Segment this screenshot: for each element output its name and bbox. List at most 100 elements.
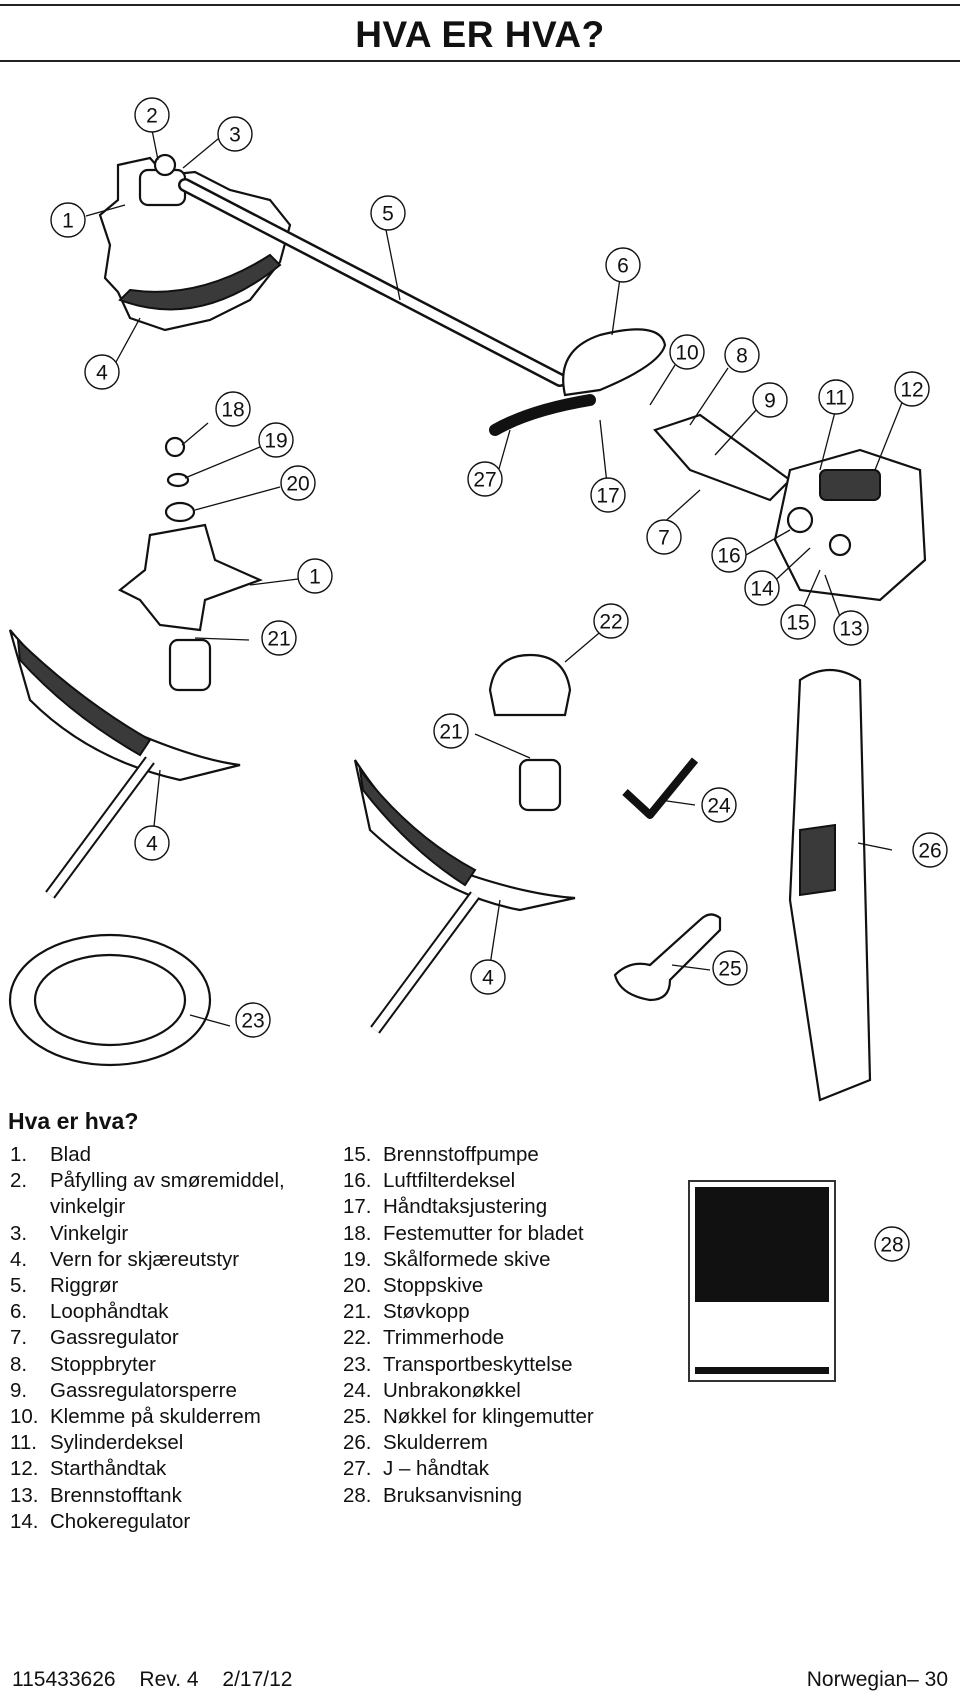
legend-item-text: Nøkkel for klingemutter (383, 1405, 594, 1429)
legend-item-text: Brennstofftank (50, 1483, 182, 1507)
legend-item: 21. Støvkopp (343, 1299, 663, 1325)
legend-item: 17.Håndtaksjustering (343, 1194, 663, 1220)
legend-item-text: Bruksanvisning (383, 1483, 523, 1507)
legend-item: 12.Starthåndtak (10, 1456, 330, 1482)
legend-item-text: Påfylling av smøremiddel, (50, 1169, 285, 1193)
legend-item-number: 6. (10, 1300, 28, 1324)
svg-text:5: 5 (382, 203, 394, 226)
legend-item-text: Støvkopp (383, 1300, 470, 1324)
manual-cover-photo (695, 1187, 829, 1302)
legend-item: 9.Gassregulatorsperre (10, 1378, 330, 1404)
callout-11: 11 (818, 379, 854, 415)
callout-25: 25 (712, 950, 748, 986)
callout-10: 10 (669, 334, 705, 370)
legend-item: 10.Klemme på skulderrem (10, 1404, 330, 1430)
svg-text:21: 21 (439, 721, 462, 744)
legend-item: 14. Chokeregulator (10, 1509, 330, 1535)
callout-9: 9 (752, 382, 788, 418)
legend-item-text: Festemutter for bladet (383, 1221, 584, 1245)
footer-part-number: 115433626 (12, 1668, 116, 1691)
legend-item: 27.J – håndtak (343, 1456, 663, 1482)
legend-item-number: 15. (343, 1143, 372, 1166)
manual-cover-bar (695, 1367, 829, 1374)
callout-14: 14 (744, 570, 780, 606)
legend-item-number: 3. (10, 1221, 28, 1245)
legend-item-number: 21. (343, 1300, 372, 1324)
legend-item-text: Luftfilterdeksel (383, 1169, 516, 1193)
callout-16: 16 (711, 537, 747, 573)
allen-key (622, 757, 699, 819)
legend-item: vinkelgir (10, 1194, 330, 1220)
callout-21: 21 (261, 620, 297, 656)
svg-text:14: 14 (750, 578, 774, 601)
callout-27: 27 (467, 461, 503, 497)
footer-page-label: Norwegian– 30 (806, 1668, 948, 1691)
svg-text:16: 16 (717, 545, 740, 568)
callout-26: 26 (912, 832, 948, 868)
legend-item-number: 16. (343, 1169, 372, 1193)
callout-13: 13 (833, 610, 869, 646)
legend-item: 5.Riggrør (10, 1273, 330, 1299)
legend-item-number: 2. (10, 1169, 28, 1193)
callout-21b: 21 (433, 713, 469, 749)
svg-text:1: 1 (62, 210, 74, 233)
svg-text:2: 2 (146, 105, 158, 128)
legend-item-number: 24. (343, 1378, 372, 1402)
legend-item-number: 12. (10, 1457, 39, 1481)
legend-item-number: 26. (343, 1431, 372, 1455)
parts-diagram: 1 2 3 4 5 6 10 8 9 11 12 18 19 20 27 17 … (8, 97, 948, 1102)
legend-item-number: 13. (10, 1483, 39, 1507)
svg-text:4: 4 (96, 362, 108, 385)
legend-item-text: Sylinderdeksel (50, 1431, 184, 1455)
throttle-handle (653, 413, 792, 502)
page-title: HVA ER HVA? (355, 14, 605, 55)
svg-text:27: 27 (473, 469, 496, 492)
legend-item-number: 22. (343, 1326, 372, 1350)
cupped-washer (166, 472, 190, 488)
legend-item-text: Stoppbryter (50, 1352, 156, 1376)
legend-item: 13. Brennstofftank (10, 1483, 330, 1509)
legend-item: 24. Unbrakonøkkel (343, 1378, 663, 1404)
legend-item-number: 8. (10, 1352, 28, 1376)
svg-text:21: 21 (267, 628, 290, 651)
legend-item: 2. Påfylling av smøremiddel, (10, 1168, 330, 1194)
svg-text:6: 6 (617, 255, 629, 278)
legend-item-number: 27. (343, 1457, 372, 1481)
svg-text:22: 22 (599, 611, 622, 634)
legend-item-number: 20. (343, 1274, 372, 1298)
legend-item: 16. Luftfilterdeksel (343, 1168, 663, 1194)
legend-item: 1.Blad (10, 1142, 330, 1168)
legend-item: 26. Skulderrem (343, 1430, 663, 1456)
legend-item-text: Unbrakonøkkel (383, 1378, 521, 1402)
svg-text:17: 17 (596, 485, 619, 508)
legend-item-text: Trimmerhode (383, 1326, 505, 1350)
footer-revision: Rev. 4 (139, 1668, 199, 1691)
callout-19: 19 (258, 422, 294, 458)
legend-item: 19.Skålformede skive (343, 1247, 663, 1273)
legend-item-text: Skulderrem (383, 1431, 488, 1455)
legend-item-text: Chokeregulator (50, 1509, 191, 1533)
legend-item-number (10, 1194, 50, 1220)
blade-nut (164, 436, 186, 458)
legend-item-text: Vern for skjæreutstyr (50, 1247, 240, 1271)
callout-24: 24 (701, 787, 737, 823)
legend-item-text: Skålformede skive (383, 1247, 551, 1271)
legend-item-number: 25. (343, 1405, 372, 1429)
svg-text:8: 8 (736, 345, 748, 368)
legend-item-number: 10. (10, 1405, 39, 1429)
legend-item: 22. Trimmerhode (343, 1325, 663, 1351)
footer-date: 2/17/12 (222, 1668, 293, 1691)
svg-text:28: 28 (880, 1234, 903, 1257)
callout-8: 8 (724, 337, 760, 373)
legend-item: 7.Gassregulator (10, 1325, 330, 1351)
footer-left: 115433626 Rev. 4 2/17/12 (12, 1668, 310, 1692)
legend-item: 25. Nøkkel for klingemutter (343, 1404, 663, 1430)
callout-2: 2 (134, 97, 170, 133)
j-handle (489, 394, 596, 436)
svg-text:4: 4 (482, 967, 494, 990)
svg-text:19: 19 (264, 430, 287, 453)
legend-item-number: 14. (10, 1509, 39, 1533)
loop-handle (562, 328, 667, 397)
svg-text:9: 9 (764, 390, 776, 413)
engine-illustration (773, 448, 927, 602)
